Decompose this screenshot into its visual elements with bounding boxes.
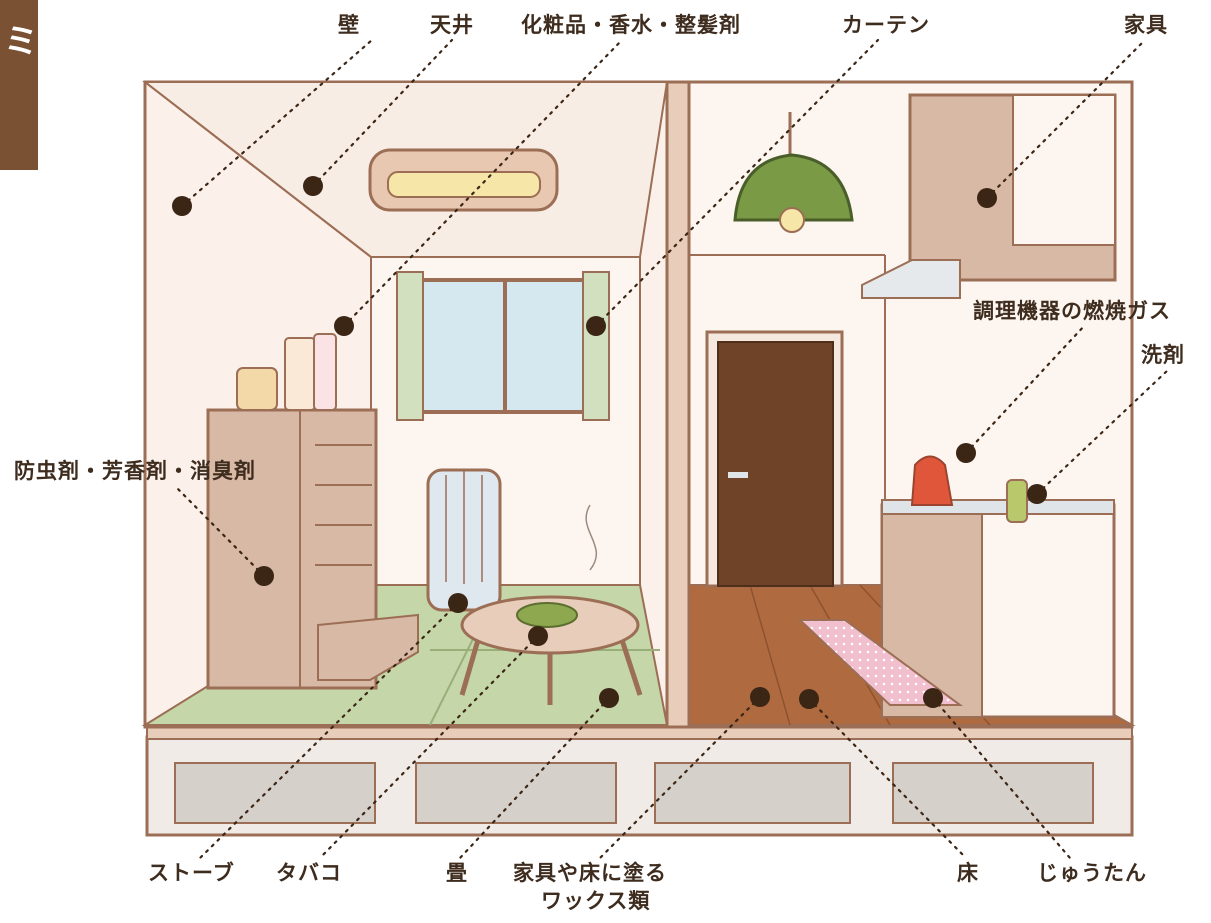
leader-wall [180,38,374,208]
marker-dot-cosmetics [334,316,354,336]
marker-dot-stove [448,593,468,613]
leader-carpet [931,696,1072,860]
label-ceiling: 天井 [430,13,474,37]
marker-dot-cooking-gas [956,443,976,463]
leader-wax [598,695,762,860]
marker-dot-wall [172,196,192,216]
carpet-mat [797,619,964,706]
label-wax-line1: 家具や床に塗る [513,861,667,885]
leader-detergent [1035,368,1170,496]
label-wax-line2: ワックス類 [541,889,651,913]
label-floor: 床 [957,861,979,885]
side-tab-glyph: ミ [4,22,38,62]
leader-curtain [594,38,880,328]
label-tatami: 畳 [446,861,468,885]
marker-dot-furniture [977,188,997,208]
label-tobacco: タバコ [276,861,342,885]
leader-cosmetics [342,38,624,328]
label-stove: ストーブ [148,861,235,885]
label-cosmetics: 化粧品・香水・整髪剤 [521,13,741,37]
label-curtain: カーテン [842,13,930,37]
foundation [145,724,1134,837]
label-detergent: 洗剤 [1141,343,1185,367]
marker-dot-ceiling [303,176,323,196]
label-repellent: 防虫剤・芳香剤・消臭剤 [14,459,256,483]
label-furniture: 家具 [1124,13,1168,37]
marker-dot-tatami [599,688,619,708]
leader-cooking-gas [964,323,1087,455]
marker-dot-curtain [586,316,606,336]
leader-ceiling [311,38,454,188]
marker-dot-carpet [923,688,943,708]
leader-floor [807,697,968,860]
marker-dot-wax [750,687,770,707]
leader-repellent [173,484,266,578]
left-room [141,80,669,729]
marker-dot-repellent [254,566,274,586]
marker-dot-detergent [1027,484,1047,504]
side-tab: ミ [0,0,38,170]
label-wall: 壁 [338,13,360,37]
label-carpet: じゅうたん [1037,861,1147,885]
marker-dot-tobacco [528,626,548,646]
right-room [687,80,1136,729]
label-cooking-gas: 調理機器の燃焼ガス [973,299,1171,323]
leader-furniture [985,38,1147,200]
marker-dot-floor [799,689,819,709]
leader-lines [173,38,1170,860]
pillar [665,80,691,729]
